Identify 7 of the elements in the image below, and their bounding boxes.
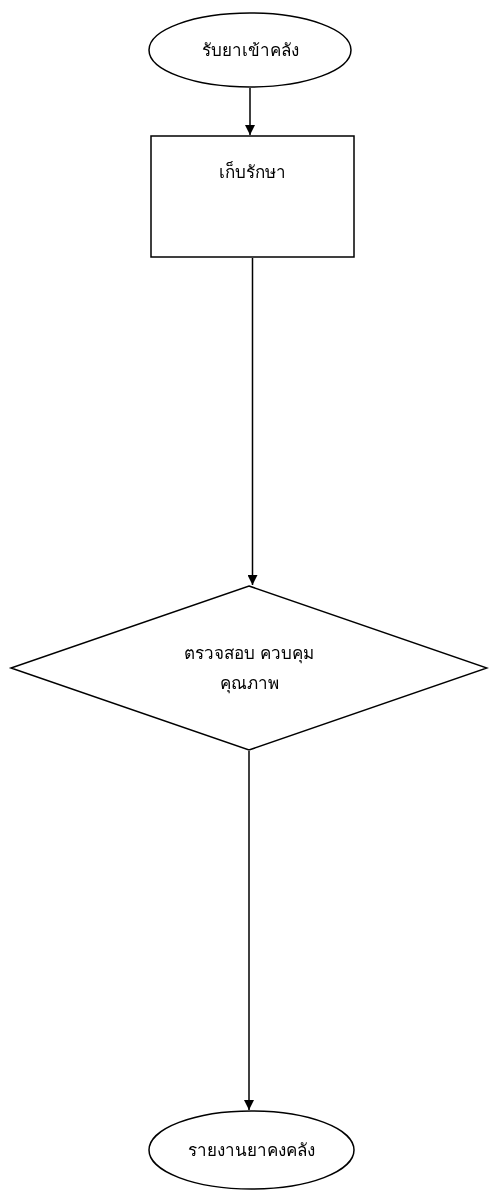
decision-diamond: ตรวจสอบ ควบคุมคุณภาพ — [10, 585, 488, 751]
start-ellipse: รับยาเข้าคลัง — [148, 12, 352, 88]
process-box: เก็บรักษา — [150, 135, 355, 258]
arrow — [244, 750, 254, 1111]
end-ellipse: รายงานยาคงคลัง — [148, 1110, 355, 1190]
arrow — [247, 257, 258, 586]
arrow — [245, 87, 255, 136]
